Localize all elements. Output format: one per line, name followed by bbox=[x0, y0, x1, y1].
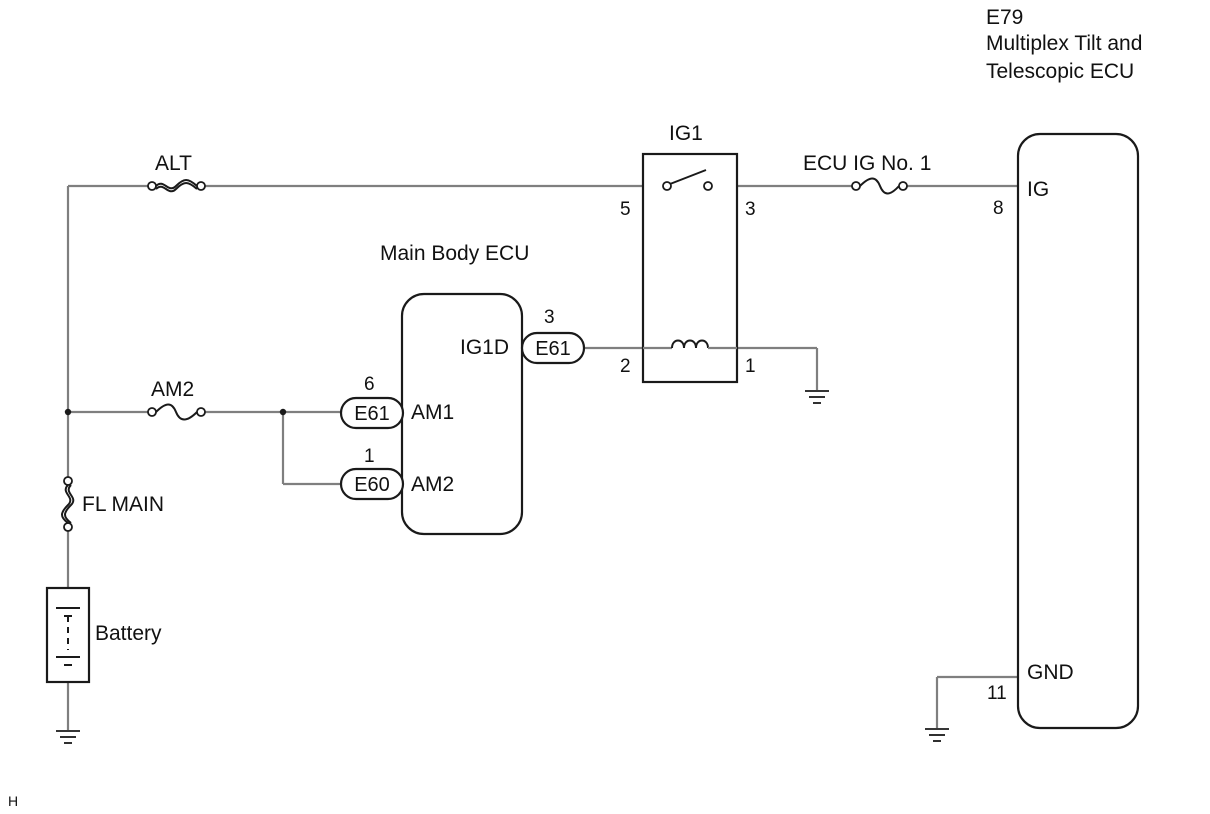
connector-e61-ig1d-label: E61 bbox=[535, 338, 571, 360]
relay-pin-2: 2 bbox=[620, 356, 631, 377]
connector-e61-am1-shape bbox=[339, 396, 405, 430]
tilt-ecu-ig-pin-number: 8 bbox=[993, 198, 1004, 219]
tilt-ecu-gnd-pin-number: 11 bbox=[987, 683, 1007, 704]
connector-e61-am1-pin: 6 bbox=[364, 374, 375, 395]
main-body-ecu-title: Main Body ECU bbox=[380, 242, 529, 265]
battery-label: Battery bbox=[95, 622, 162, 645]
fuse-am2-label: AM2 bbox=[151, 378, 194, 401]
tilt-telescopic-ecu-box bbox=[1016, 132, 1140, 730]
connector-e60-am2-label: E60 bbox=[354, 474, 390, 496]
fuse-alt-label: ALT bbox=[155, 152, 192, 175]
corner-mark: H bbox=[8, 793, 18, 809]
connector-e61-ig1d-pin: 3 bbox=[544, 307, 555, 328]
ground-symbol-relay bbox=[805, 390, 829, 404]
connector-e61-am1-label: E61 bbox=[354, 403, 390, 425]
ground-symbol-battery bbox=[56, 730, 80, 744]
ground-symbol-tilt-ecu bbox=[925, 728, 949, 742]
main-body-ecu-ig1d-label: IG1D bbox=[460, 336, 509, 359]
relay-ig1 bbox=[641, 152, 739, 384]
connector-e60-am2-shape bbox=[339, 467, 405, 501]
fuse-fl-main-symbol bbox=[61, 476, 75, 532]
fuse-ecu-ig-symbol bbox=[851, 177, 908, 195]
fuse-am2-symbol bbox=[147, 403, 206, 421]
tilt-ecu-gnd-pin-label: GND bbox=[1027, 661, 1074, 684]
connector-e61-ig1d-shape bbox=[520, 331, 586, 365]
wires bbox=[66, 184, 1018, 730]
tilt-ecu-name-line2: Telescopic ECU bbox=[986, 60, 1134, 83]
relay-pin-3: 3 bbox=[745, 199, 756, 220]
fuse-ecu-ig-label: ECU IG No. 1 bbox=[803, 152, 931, 175]
fuse-alt-symbol bbox=[147, 179, 206, 193]
relay-pin-5: 5 bbox=[620, 199, 631, 220]
tilt-ecu-name-line1: Multiplex Tilt and bbox=[986, 32, 1142, 55]
tilt-ecu-ig-pin-label: IG bbox=[1027, 178, 1049, 201]
fuse-fl-main-label: FL MAIN bbox=[82, 493, 164, 516]
relay-pin-1: 1 bbox=[745, 356, 756, 377]
battery-symbol bbox=[45, 586, 91, 684]
connector-e60-am2-pin: 1 bbox=[364, 446, 375, 467]
main-body-ecu-am1-label: AM1 bbox=[411, 401, 454, 424]
relay-ig1-title: IG1 bbox=[669, 122, 703, 145]
tilt-ecu-code: E79 bbox=[986, 6, 1023, 29]
junctions bbox=[64, 408, 287, 416]
main-body-ecu-am2-label: AM2 bbox=[411, 473, 454, 496]
